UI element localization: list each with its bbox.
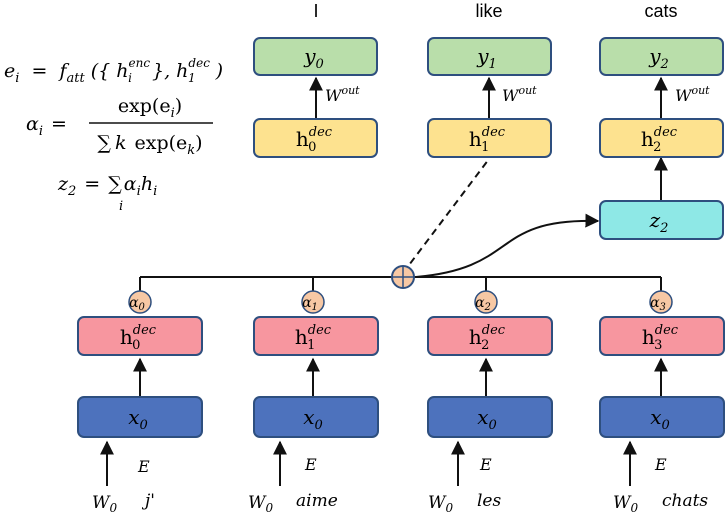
svg-text:W0: W0	[428, 493, 453, 515]
svg-text:exp(ei): exp(ei)	[118, 95, 182, 121]
svg-text:x0: x0	[128, 405, 148, 433]
w-out-label-1: Wout	[502, 84, 537, 105]
equation-context: z2=∑αihi i	[57, 173, 157, 214]
alpha-weight-2: α2	[474, 290, 498, 314]
svg-text:α3: α3	[650, 295, 666, 313]
svg-text:y1: y1	[476, 44, 497, 72]
alpha-weight-0: α0	[128, 290, 152, 314]
embedding-label-1: E	[304, 455, 317, 474]
output-word-2: cats	[644, 1, 677, 21]
svg-text:aime: aime	[296, 491, 338, 511]
alpha-weight-1: α1	[301, 290, 325, 314]
svg-text:α2: α2	[475, 295, 491, 313]
svg-text:i: i	[119, 199, 123, 214]
svg-text:chats: chats	[662, 491, 708, 511]
svg-text:W0: W0	[248, 493, 273, 515]
output-node-2: y2	[599, 37, 724, 76]
svg-text:W0: W0	[92, 493, 117, 515]
svg-text:z2: z2	[649, 208, 669, 236]
input-embedding-1: x0	[253, 396, 379, 438]
svg-text:x0: x0	[303, 405, 323, 433]
input-token-3: W0 chats	[613, 491, 708, 515]
svg-text:x0: x0	[650, 405, 670, 433]
alpha-weight-3: α3	[649, 290, 673, 314]
svg-text:j': j'	[141, 491, 155, 511]
context-vector: z2	[599, 200, 724, 240]
output-node-1: y1	[427, 37, 552, 76]
embedding-label-0: E	[137, 457, 150, 476]
w-out-label-0: Wout	[325, 84, 360, 105]
svg-text:les: les	[477, 491, 501, 511]
output-word-0: I	[313, 1, 318, 21]
svg-text:α0: α0	[129, 295, 145, 313]
svg-text:W0: W0	[613, 493, 638, 515]
connectors	[100, 76, 668, 486]
w-out-label-2: Wout	[675, 84, 710, 105]
svg-text:y2: y2	[648, 44, 669, 72]
input-embedding-2: x0	[427, 396, 553, 438]
input-token-1: W0 aime	[248, 491, 338, 515]
embedding-label-2: E	[479, 455, 492, 474]
embedding-label-3: E	[654, 455, 667, 474]
input-embedding-0: x0	[77, 396, 203, 438]
svg-text:x0: x0	[477, 405, 497, 433]
input-embedding-3: x0	[599, 396, 725, 438]
input-token-2: W0 les	[428, 491, 501, 515]
output-node-0: y0	[253, 37, 378, 76]
output-word-1: like	[475, 1, 502, 21]
svg-text:z2=∑αihi: z2=∑αihi	[57, 173, 157, 199]
combine-node: +	[391, 265, 415, 289]
svg-text:αi=: αi=	[26, 113, 67, 139]
svg-text:α1: α1	[302, 295, 318, 313]
input-token-0: W0 j'	[92, 491, 155, 515]
svg-text:y0: y0	[303, 44, 324, 72]
